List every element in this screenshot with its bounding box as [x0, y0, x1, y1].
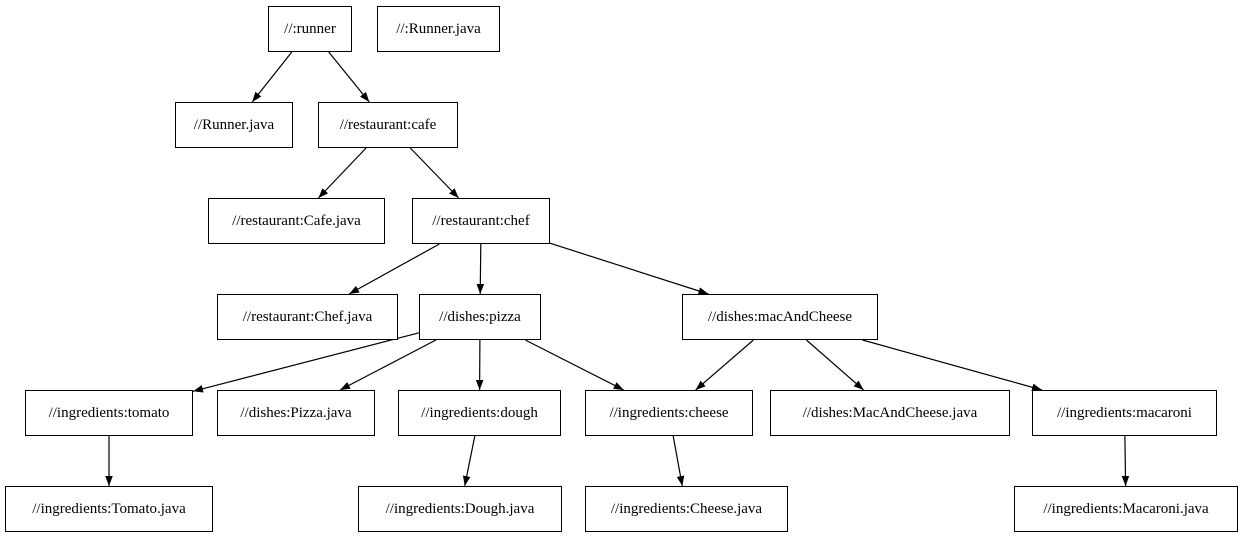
- edge-chef-to-pizza: [476, 243, 485, 295]
- graph-node-macaroni: //ingredients:macaroni: [1032, 390, 1217, 436]
- graph-node-runner: //:runner: [268, 6, 352, 52]
- graph-node-label: //ingredients:Tomato.java: [32, 500, 186, 517]
- edge-pizza-to-cheese: [525, 339, 624, 391]
- graph-node-label: //dishes:macAndCheese: [707, 308, 853, 325]
- graph-node-chef: //restaurant:chef: [412, 198, 550, 244]
- edge-mac-and-cheese-to-macaroni: [862, 339, 1043, 391]
- edge-pizza-to-pizza-java: [339, 339, 437, 391]
- edge-macaroni-to-macaroni-java: [1121, 435, 1130, 487]
- graph-node-label: //restaurant:cafe: [339, 116, 437, 133]
- graph-node-label: //ingredients:dough: [421, 404, 538, 421]
- graph-node-label: //dishes:Pizza.java: [240, 404, 352, 421]
- graph-node-dough: //ingredients:dough: [398, 390, 561, 436]
- graph-node-label: //:Runner.java: [396, 20, 481, 37]
- graph-node-chef-java: //restaurant:Chef.java: [217, 294, 398, 340]
- graph-node-label: //ingredients:tomato: [48, 404, 170, 421]
- graph-node-mac-and-cheese-java: //dishes:MacAndCheese.java: [770, 390, 1010, 436]
- graph-node-cheese: //ingredients:cheese: [585, 390, 753, 436]
- graph-node-label: //restaurant:Cafe.java: [232, 212, 361, 229]
- graph-node-tomato: //ingredients:tomato: [25, 390, 193, 436]
- graph-node-mac-and-cheese: //dishes:macAndCheese: [682, 294, 878, 340]
- graph-node-label: //ingredients:cheese: [609, 404, 729, 421]
- graph-node-pizza: //dishes:pizza: [419, 294, 541, 340]
- graph-node-label: //ingredients:macaroni: [1057, 404, 1192, 421]
- graph-node-label: //Runner.java: [193, 116, 275, 133]
- graph-node-label: //ingredients:Dough.java: [385, 500, 535, 517]
- graph-node-cheese-java: //ingredients:Cheese.java: [585, 486, 788, 532]
- graph-node-runner-java: //Runner.java: [175, 102, 293, 148]
- edge-cafe-to-chef: [409, 147, 460, 199]
- graph-node-label: //ingredients:Cheese.java: [610, 500, 763, 517]
- graph-node-cafe: //restaurant:cafe: [318, 102, 458, 148]
- edge-mac-and-cheese-to-mac-and-cheese-java: [806, 339, 864, 391]
- graph-node-dough-java: //ingredients:Dough.java: [358, 486, 562, 532]
- graph-node-tomato-java: //ingredients:Tomato.java: [5, 486, 213, 532]
- graph-node-runner-java-root: //:Runner.java: [377, 6, 500, 52]
- graph-node-pizza-java: //dishes:Pizza.java: [217, 390, 375, 436]
- graph-node-label: //dishes:pizza: [439, 308, 521, 325]
- edge-runner-to-cafe: [328, 51, 370, 103]
- edge-cheese-to-cheese-java: [672, 435, 685, 487]
- graph-node-cafe-java: //restaurant:Cafe.java: [208, 198, 385, 244]
- graph-node-label: //restaurant:Chef.java: [242, 308, 373, 325]
- edge-runner-to-runner-java: [251, 51, 293, 103]
- graph-node-label: //ingredients:Macaroni.java: [1043, 500, 1209, 517]
- edge-chef-to-chef-java: [348, 243, 440, 295]
- graph-node-label: //restaurant:chef: [432, 212, 530, 229]
- edge-mac-and-cheese-to-cheese: [695, 339, 754, 391]
- graph-node-label: //:runner: [284, 20, 336, 37]
- graph-node-macaroni-java: //ingredients:Macaroni.java: [1014, 486, 1238, 532]
- edge-chef-to-mac-and-cheese: [549, 242, 709, 295]
- graph-node-label: //dishes:MacAndCheese.java: [802, 404, 978, 421]
- edge-dough-to-dough-java: [462, 435, 476, 487]
- edge-cafe-to-cafe-java: [317, 147, 367, 199]
- edge-pizza-to-tomato: [192, 332, 420, 393]
